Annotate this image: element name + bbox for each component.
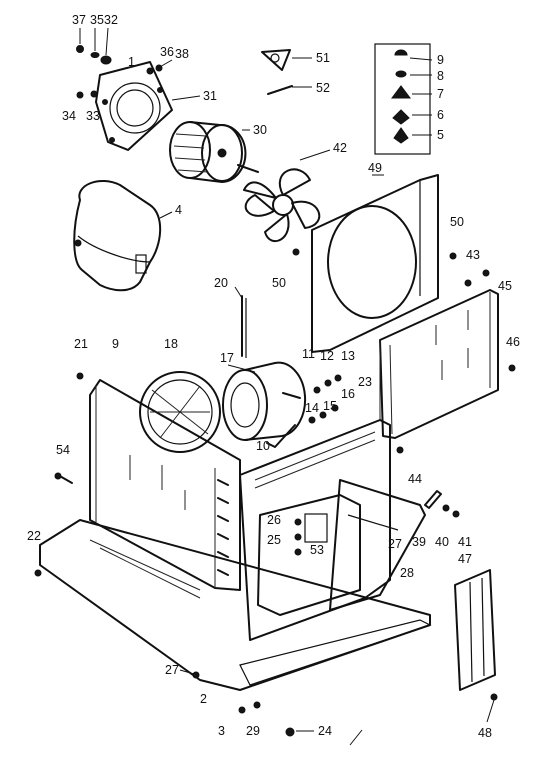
label-46: 46	[506, 335, 520, 349]
label-14: 14	[305, 401, 319, 415]
parts-inset-box	[374, 43, 431, 155]
label-22: 22	[27, 529, 41, 543]
label-21: 21	[74, 337, 88, 351]
screw-50-right	[449, 252, 457, 260]
label-24: 24	[318, 724, 332, 738]
label-51: 51	[316, 51, 330, 65]
label-2: 2	[200, 692, 207, 706]
label-49: 49	[368, 161, 382, 175]
label-11: 11	[302, 347, 315, 361]
label-37: 37	[72, 13, 86, 27]
label-26: 26	[267, 513, 281, 527]
label-53: 53	[310, 543, 324, 557]
motor-hardware-10-16	[266, 374, 342, 448]
label-48: 48	[478, 726, 492, 740]
label-52: 52	[316, 81, 330, 95]
label-38: 38	[175, 47, 189, 61]
label-29: 29	[246, 724, 260, 738]
label-23: 23	[358, 375, 372, 389]
drain-tray	[329, 479, 426, 611]
label-27-right: 27	[388, 537, 402, 551]
label-6: 6	[437, 108, 444, 122]
label-16: 16	[341, 387, 355, 401]
label-42: 42	[333, 141, 347, 155]
label-9-coil: 9	[112, 337, 119, 351]
label-47: 47	[458, 552, 472, 566]
label-43: 43	[466, 248, 480, 262]
label-44: 44	[408, 472, 422, 486]
blower-wheel	[139, 371, 221, 453]
screw-50-left	[292, 248, 300, 256]
label-13: 13	[341, 349, 355, 363]
screw-washer-nut-group	[76, 27, 112, 65]
capillary-part-52	[267, 85, 293, 95]
label-50-left: 50	[272, 276, 286, 290]
label-39: 39	[412, 535, 426, 549]
label-40: 40	[435, 535, 449, 549]
label-7: 7	[437, 87, 444, 101]
label-18: 18	[164, 337, 178, 351]
part-labels: 37 35 32 36 38 51 52 9 8 7 6 5 34 33 31 …	[27, 13, 520, 740]
label-10: 10	[256, 439, 270, 453]
label-3: 3	[218, 724, 225, 738]
label-36: 36	[160, 45, 174, 59]
motor-mount-bracket	[95, 61, 173, 151]
label-15: 15	[323, 399, 337, 413]
bottom-leader-lines	[179, 669, 495, 746]
label-8: 8	[437, 69, 444, 83]
clip-parts-39-41	[424, 490, 460, 518]
label-25: 25	[267, 533, 281, 547]
label-20: 20	[214, 276, 228, 290]
fastener-34-33	[76, 90, 98, 99]
label-1: 1	[128, 55, 135, 69]
fan-blade	[243, 168, 321, 243]
leader-lines	[157, 57, 433, 373]
label-45: 45	[498, 279, 512, 293]
label-35: 35	[90, 13, 104, 27]
label-34: 34	[62, 109, 76, 123]
label-32: 32	[104, 13, 118, 27]
evaporator-coil	[76, 372, 241, 591]
screw-54	[54, 472, 73, 484]
condenser-coil	[379, 269, 516, 439]
label-50-right: 50	[450, 215, 464, 229]
label-4: 4	[175, 203, 182, 217]
label-12: 12	[320, 349, 334, 363]
compressor	[73, 180, 162, 292]
side-bracket	[454, 569, 498, 701]
label-9-inset: 9	[437, 53, 444, 67]
label-54: 54	[56, 443, 70, 457]
blower-motor	[222, 361, 307, 441]
label-31: 31	[203, 89, 217, 103]
orifice-shroud	[311, 174, 439, 353]
label-28: 28	[400, 566, 414, 580]
label-33: 33	[86, 109, 100, 123]
label-41: 41	[458, 535, 472, 549]
base-pan	[34, 519, 432, 737]
partition-panel	[239, 419, 404, 641]
control-box	[257, 494, 361, 616]
support-rod	[241, 295, 247, 358]
label-30: 30	[253, 123, 267, 137]
label-17: 17	[220, 351, 234, 365]
thermostat-part-51	[261, 49, 291, 71]
label-27-left: 27	[165, 663, 179, 677]
fan-motor	[169, 121, 259, 183]
label-5: 5	[437, 128, 444, 142]
